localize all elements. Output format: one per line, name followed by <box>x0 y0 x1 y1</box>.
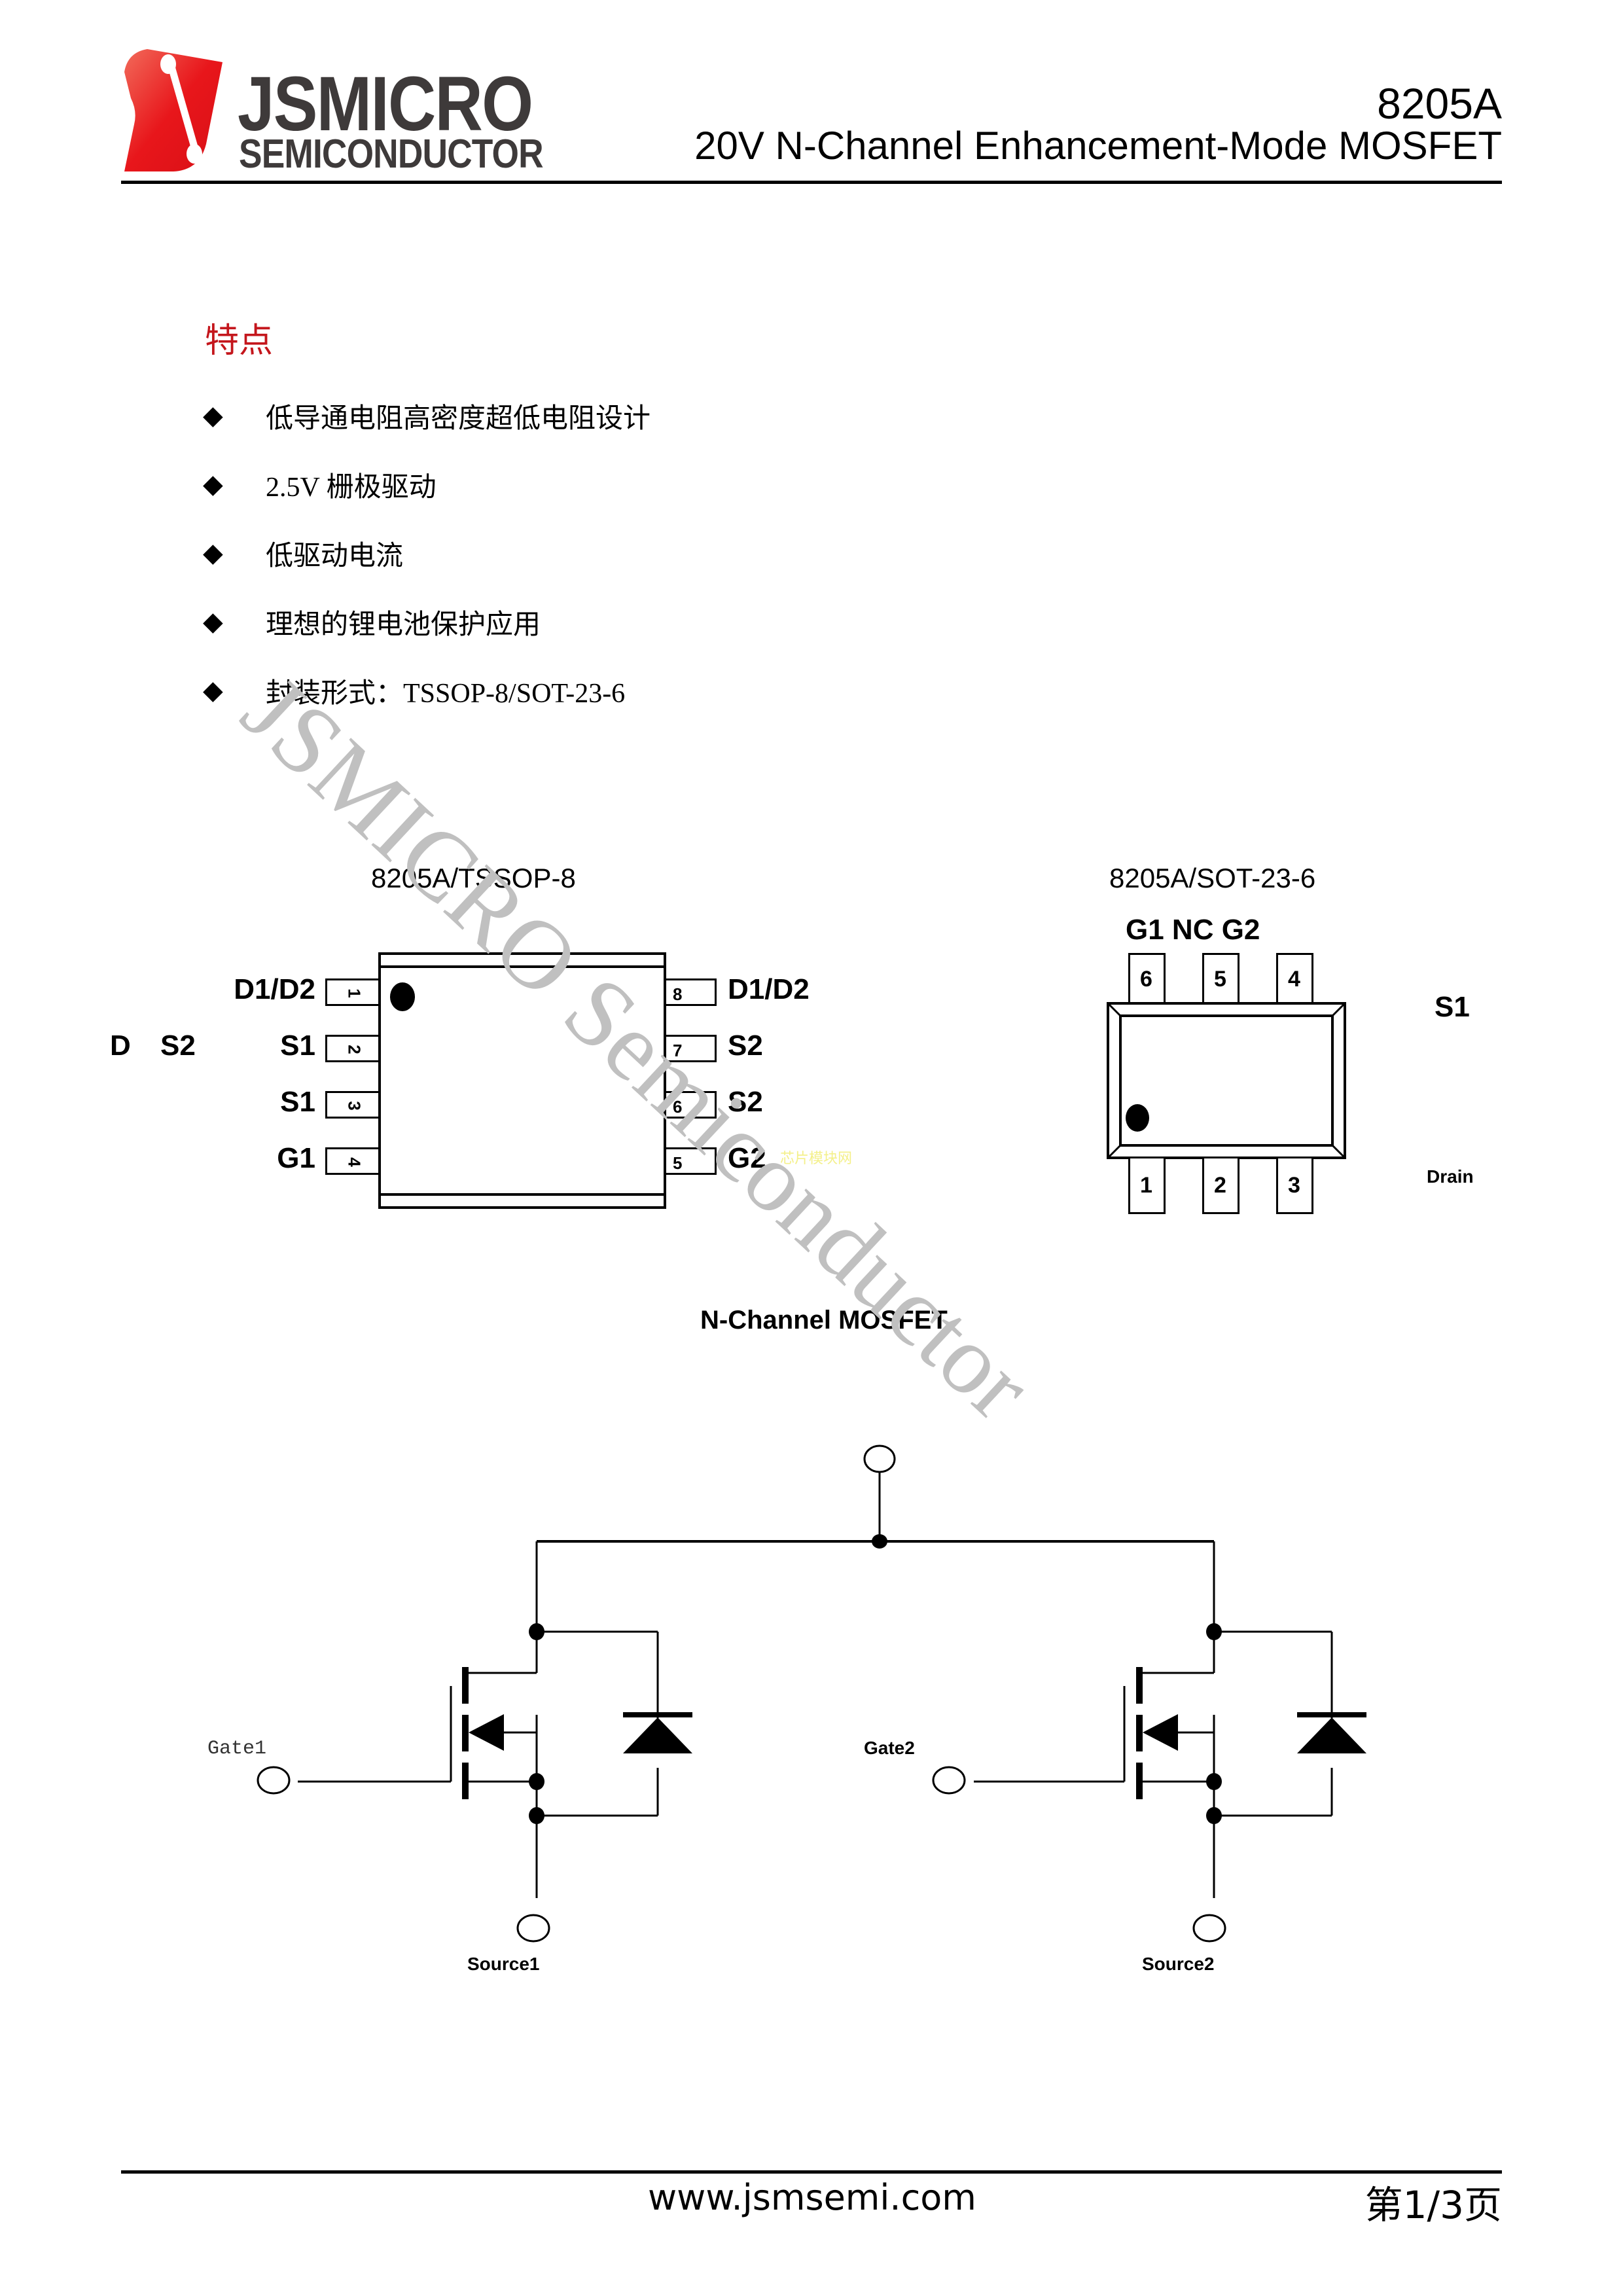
part-number: 8205A <box>1377 79 1502 128</box>
source2-label: Source2 <box>1142 1954 1215 1974</box>
junction-dot <box>529 1807 544 1824</box>
sot-title: 8205A/SOT-23-6 <box>1109 863 1316 893</box>
tssop-pin-1: 1 <box>325 978 380 1006</box>
tssop-title: 8205A/TSSOP-8 <box>371 863 576 893</box>
tssop-pin-5: 5 <box>664 1147 717 1175</box>
sot-pin-4: 4 <box>1276 953 1313 1007</box>
sot-pin-6: 6 <box>1128 953 1166 1007</box>
sot-pin-1: 1 <box>1128 1157 1166 1214</box>
body-diode-1-icon <box>623 1717 692 1753</box>
sot-pin-2: 2 <box>1202 1157 1240 1214</box>
tssop-pin-label: D1/D2 <box>234 973 315 1005</box>
source1-label: Source1 <box>467 1954 540 1974</box>
body-diode-2-icon <box>1297 1717 1366 1753</box>
stray-label-s2: S2 <box>160 1030 196 1062</box>
sot-pin-5: 5 <box>1202 953 1240 1007</box>
tssop-pin-2: 2 <box>325 1035 380 1062</box>
logo: JSMICRO SEMICONDUCTOR <box>121 46 586 177</box>
feature-item: ◆ 理想的锂电池保护应用 <box>203 607 541 640</box>
diamond-bullet-icon: ◆ <box>203 607 223 636</box>
tssop-pin-4: 4 <box>325 1147 380 1175</box>
logo-s-icon <box>124 49 223 171</box>
tssop-pin-label: S1 <box>280 1086 315 1118</box>
sot-side-label-s1: S1 <box>1435 991 1470 1023</box>
tssop-pin-6: 6 <box>664 1091 717 1119</box>
tssop-pin-label: S2 <box>728 1086 763 1118</box>
mosfet-schematic <box>257 1444 1366 1943</box>
brand-name: JSMICRO <box>238 61 533 147</box>
footer-website-link[interactable]: www.jsmsemi.com <box>648 2177 976 2218</box>
junction-dot <box>1206 1807 1222 1824</box>
sot-side-label-drain: Drain <box>1427 1166 1474 1187</box>
feature-item: ◆ 封装形式：TSSOP-8/SOT-23-6 <box>203 676 626 709</box>
tssop-pin-label: G2 <box>728 1142 766 1174</box>
source1-terminal <box>516 1914 550 1943</box>
feature-item: ◆ 低导通电阻高密度超低电阻设计 <box>203 401 651 434</box>
faint-overlay-text: 芯片模块网 <box>780 1150 853 1166</box>
body-diode-1-bar <box>623 1712 692 1717</box>
pin1-dot-icon <box>1126 1104 1149 1132</box>
features-title: 特点 <box>205 323 274 360</box>
diamond-bullet-icon: ◆ <box>203 401 223 430</box>
document-subtitle: 20V N-Channel Enhancement-Mode MOSFET <box>694 124 1502 168</box>
gate1-terminal <box>257 1766 291 1795</box>
diamond-bullet-icon: ◆ <box>203 470 223 499</box>
schematic-title: N-Channel MOSFET <box>700 1306 948 1335</box>
stray-label-d: D <box>110 1030 131 1062</box>
junction-dot <box>529 1773 544 1790</box>
gate1-label: Gate1 <box>207 1738 267 1760</box>
drain-terminal <box>863 1444 896 1473</box>
header-rule <box>121 181 1502 184</box>
diamond-bullet-icon: ◆ <box>203 539 223 567</box>
tssop-pin-8: 8 <box>664 978 717 1006</box>
footer-rule <box>121 2170 1502 2174</box>
tssop-top-band <box>381 965 664 968</box>
tssop-pin-3: 3 <box>325 1091 380 1119</box>
tssop-package <box>378 952 666 1209</box>
sot-package <box>1107 1002 1346 1159</box>
junction-dot <box>529 1623 544 1640</box>
gate2-label: Gate2 <box>864 1738 915 1758</box>
feature-item: ◆ 低驱动电流 <box>203 539 404 571</box>
junction-dot <box>1206 1623 1222 1640</box>
tssop-pin-label: D1/D2 <box>728 973 810 1005</box>
tssop-pin-label: S2 <box>728 1030 763 1062</box>
tssop-bottom-band <box>381 1193 664 1196</box>
junction-dot <box>872 1534 887 1549</box>
gate2-terminal <box>932 1766 966 1795</box>
sot-pin-3: 3 <box>1276 1157 1313 1214</box>
mosfet-1 <box>257 1630 659 1943</box>
tssop-pin-label: G1 <box>277 1142 315 1174</box>
tssop-pin-label: S1 <box>280 1030 315 1062</box>
sot-top-labels: G1 NC G2 <box>1126 914 1260 946</box>
pin1-dot-icon <box>390 982 415 1011</box>
page-number: 第1/3页 <box>1364 2183 1502 2227</box>
feature-item: ◆ 2.5V 栅极驱动 <box>203 470 437 503</box>
body-diode-2-bar <box>1297 1712 1366 1717</box>
brand-subname: SEMICONDUCTOR <box>239 132 544 177</box>
diamond-bullet-icon: ◆ <box>203 676 223 705</box>
mosfet-2 <box>932 1630 1333 1943</box>
tssop-pin-7: 7 <box>664 1035 717 1062</box>
source2-terminal <box>1192 1914 1226 1943</box>
junction-dot <box>1206 1773 1222 1790</box>
